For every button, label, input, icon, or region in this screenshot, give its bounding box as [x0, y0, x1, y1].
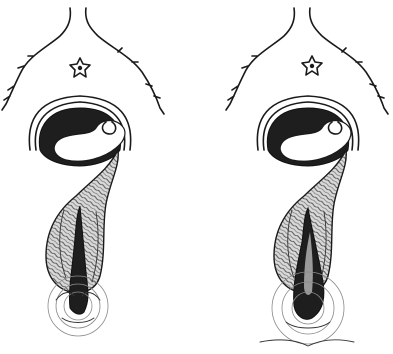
left-outer-outline	[2, 8, 164, 114]
left-panel	[2, 8, 164, 336]
right-outer-outline	[226, 8, 388, 114]
right-panel	[226, 8, 388, 346]
